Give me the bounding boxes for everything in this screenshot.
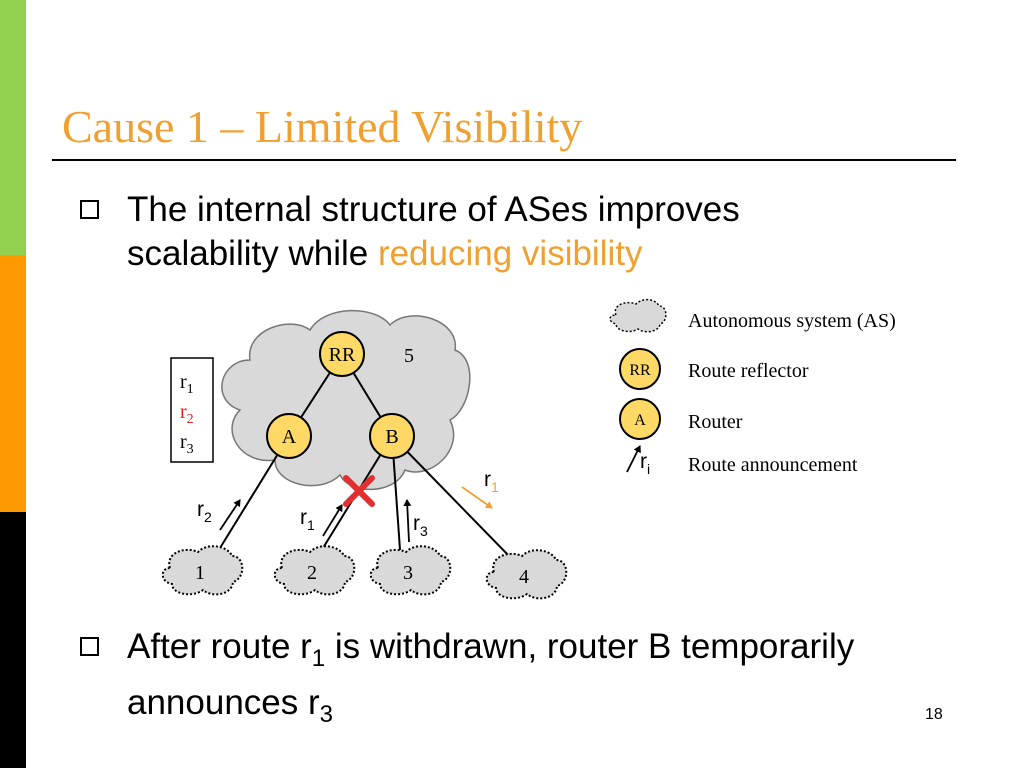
router-rr: [319, 331, 365, 377]
legend-as-label: Autonomous system (AS): [688, 310, 896, 332]
bullet-2-text: After route r1 is withdrawn, router B te…: [127, 625, 854, 737]
bullet-marker-2: [80, 637, 99, 656]
as-5-label: 5: [404, 345, 414, 367]
side-bar-green: [0, 0, 26, 255]
side-bar-orange: [0, 255, 26, 512]
side-bar-black: [0, 512, 26, 768]
bullet-2-line2-sub: 3: [319, 701, 333, 728]
as-3-label: 3: [403, 562, 413, 584]
announce-label-r1-as4: r1: [484, 468, 499, 495]
router-a-label: A: [282, 426, 297, 448]
withdrawal-x-icon: [343, 475, 375, 507]
legend-announce-symbol: ri: [640, 450, 650, 477]
bullet-2-line1-pre: After route r: [127, 627, 312, 666]
announce-label-r2: r2: [197, 498, 212, 525]
page-number: 18: [925, 706, 943, 723]
route-list-item-2: r2: [180, 401, 194, 427]
bullet-2-line1-post: is withdrawn, router B temporarily: [325, 627, 855, 666]
legend-router-icon: [619, 398, 661, 440]
announce-label-r1-as2: r1: [300, 506, 315, 533]
as-3-cloud: 3: [369, 545, 452, 596]
legend-router-label: Router: [688, 411, 743, 433]
announce-arrow-r3: [403, 499, 412, 543]
announce-label-r3: r3: [413, 512, 428, 539]
announce-arrow-r2: [219, 499, 241, 531]
as-4-cloud: 4: [485, 549, 568, 600]
bullet-marker-1: [80, 200, 99, 219]
router-b: [369, 413, 415, 459]
announce-arrow-r1-as2: [322, 504, 343, 537]
as-2-label: 2: [307, 562, 317, 584]
router-a: [266, 413, 312, 459]
as-4-label: 4: [519, 566, 529, 588]
router-b-label: B: [385, 426, 398, 448]
legend-router-icon-text: A: [634, 412, 646, 429]
legend-cloud-icon: [609, 298, 667, 333]
as-1-cloud: 1: [161, 545, 244, 596]
title-underline: [52, 159, 956, 161]
as-2-cloud: 2: [273, 545, 356, 596]
bullet-2-line2-pre: announces r: [127, 683, 320, 722]
bullet-1-text: The internal structure of ASes improves …: [127, 188, 740, 276]
legend-rr-icon-text: RR: [629, 362, 651, 379]
router-rr-label: RR: [329, 344, 356, 366]
route-list-item-1: r1: [180, 371, 194, 397]
route-list-item-3: r3: [180, 431, 194, 457]
route-list-box: [170, 357, 214, 463]
legend-announce-label: Route announcement: [688, 454, 858, 476]
announce-arrow-r1-as4: [461, 486, 493, 509]
slide-title: Cause 1 – Limited Visibility: [62, 101, 583, 152]
link-b-as4: [391, 435, 511, 558]
bullet-1-highlight: reducing visibility: [377, 234, 643, 273]
as-1-label: 1: [195, 562, 205, 584]
legend-rr-icon: [619, 348, 661, 390]
bullet-2-line1-sub: 1: [311, 645, 326, 672]
bullet-1-line2: scalability while: [127, 234, 378, 273]
legend-announce-arrow-icon: [626, 445, 641, 473]
bullet-1-line1: The internal structure of ASes improves: [127, 190, 740, 229]
legend-rr-label: Route reflector: [688, 360, 809, 382]
